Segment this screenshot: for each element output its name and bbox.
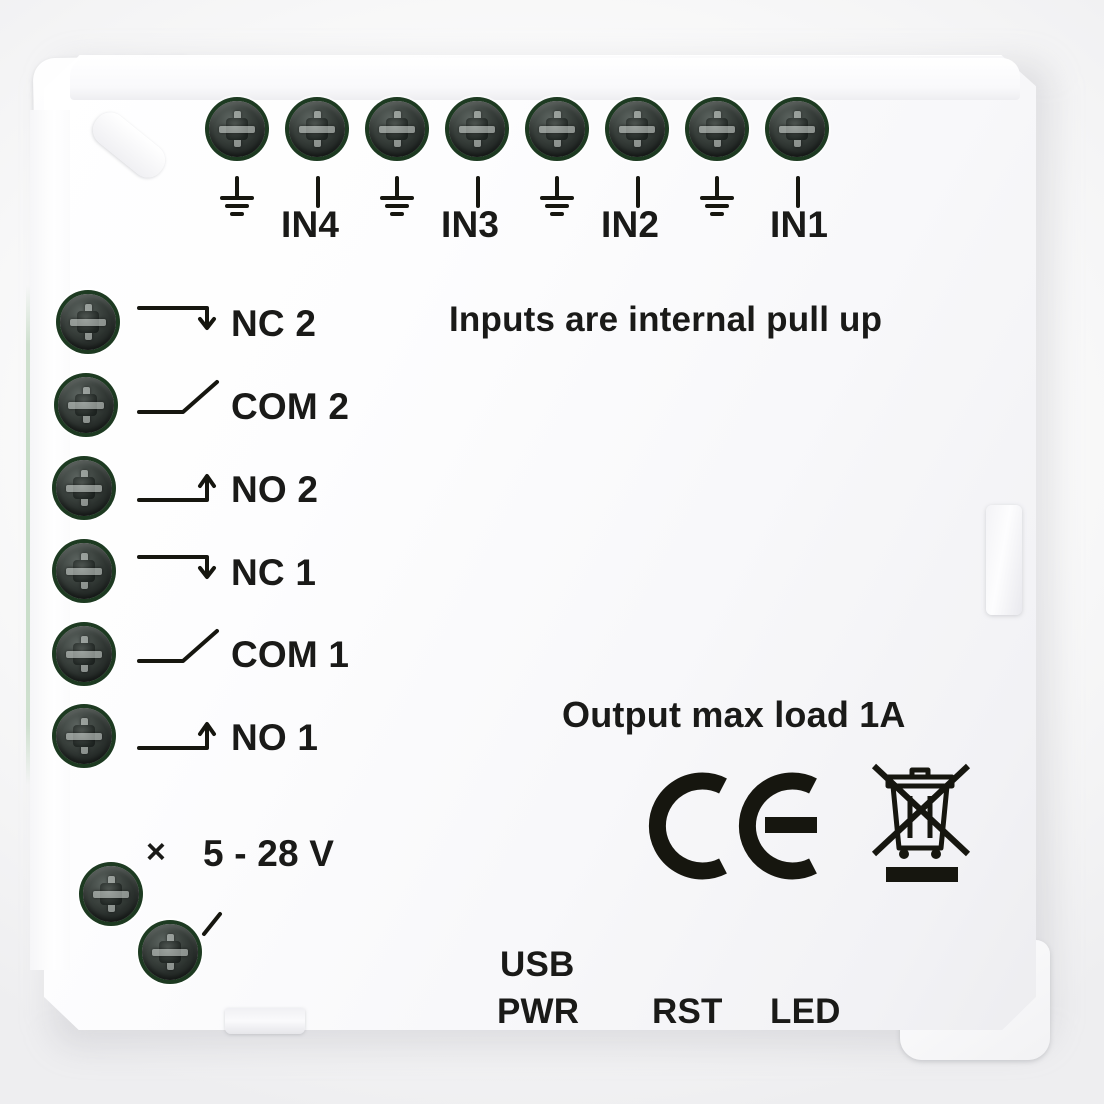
- power-positive-symbol: ×: [146, 833, 167, 871]
- input-label-in2: IN2: [601, 204, 660, 245]
- ground-icon-1: [700, 176, 734, 216]
- input-label-in1: IN1: [770, 204, 829, 245]
- terminal-screw-in2[interactable]: [609, 101, 665, 157]
- led-label: LED: [770, 992, 841, 1031]
- phillips-cross-icon: [73, 477, 95, 499]
- device-body: [44, 55, 1036, 1030]
- input-label-in3: IN3: [441, 204, 500, 245]
- phillips-cross-icon: [100, 883, 122, 905]
- terminal-screw-gnd-1[interactable]: [689, 101, 745, 157]
- power-screw-positive[interactable]: [83, 866, 139, 922]
- output-load-note: Output max load 1A: [562, 694, 906, 735]
- phillips-cross-icon: [226, 118, 248, 140]
- phillips-cross-icon: [706, 118, 728, 140]
- relay-screw-no2[interactable]: [56, 460, 112, 516]
- signal-line-icon-in2: [636, 176, 640, 208]
- terminal-screw-gnd-3[interactable]: [369, 101, 425, 157]
- relay-label-no2: NO 2: [231, 469, 319, 510]
- terminal-screw-gnd-2[interactable]: [529, 101, 585, 157]
- relay-label-no1: NO 1: [231, 717, 319, 758]
- relay-screw-com2[interactable]: [58, 377, 114, 433]
- ground-icon-4: [220, 176, 254, 216]
- terminal-screw-in4[interactable]: [289, 101, 345, 157]
- usb-label: USB: [500, 945, 575, 984]
- relay-com-icon-2: [137, 380, 219, 414]
- ground-icon-2: [540, 176, 574, 216]
- input-label-in4: IN4: [281, 204, 340, 245]
- weee-crossed-out-wheelie-bin-icon: [871, 763, 971, 882]
- phillips-cross-icon: [306, 118, 328, 140]
- phillips-cross-icon: [159, 941, 181, 963]
- relay-label-com1: COM 1: [231, 634, 350, 675]
- relay-nc-icon-1: [137, 555, 216, 579]
- inputs-pullup-note: Inputs are internal pull up: [449, 300, 883, 339]
- relay-screw-no1[interactable]: [56, 708, 112, 764]
- relay-nc-icon-2: [137, 306, 216, 330]
- relay-screw-com1[interactable]: [56, 626, 112, 682]
- relay-label-nc1: NC 1: [231, 552, 317, 593]
- power-negative-symbol-icon: [202, 912, 222, 936]
- relay-screw-nc1[interactable]: [56, 543, 112, 599]
- phillips-cross-icon: [466, 118, 488, 140]
- body-left-rail: [30, 110, 70, 970]
- ground-icon-3: [380, 176, 414, 216]
- phillips-cross-icon: [786, 118, 808, 140]
- relay-screw-nc2[interactable]: [60, 294, 116, 350]
- side-clip-right: [986, 505, 1022, 615]
- relay-label-com2: COM 2: [231, 386, 350, 427]
- relay-no-icon-1: [137, 722, 216, 750]
- relay-com-icon-1: [137, 629, 219, 663]
- signal-line-icon-in3: [476, 176, 480, 208]
- phillips-cross-icon: [546, 118, 568, 140]
- phillips-cross-icon: [73, 643, 95, 665]
- phillips-cross-icon: [386, 118, 408, 140]
- relay-no-icon-2: [137, 474, 216, 502]
- rst-label: RST: [652, 992, 723, 1031]
- relay-label-nc2: NC 2: [231, 303, 317, 344]
- voltage-range-label: 5 - 28 V: [203, 833, 335, 874]
- signal-line-icon-in1: [796, 176, 800, 208]
- body-top-rail: [70, 58, 1020, 100]
- phillips-cross-icon: [73, 725, 95, 747]
- terminal-screw-in1[interactable]: [769, 101, 825, 157]
- phillips-cross-icon: [77, 311, 99, 333]
- signal-line-icon-in4: [316, 176, 320, 208]
- pwr-label: PWR: [497, 992, 580, 1031]
- terminal-screw-in3[interactable]: [449, 101, 505, 157]
- side-clip-bottom: [225, 1008, 305, 1034]
- power-screw-negative[interactable]: [142, 924, 198, 980]
- phillips-cross-icon: [75, 394, 97, 416]
- phillips-cross-icon: [73, 560, 95, 582]
- terminal-screw-gnd-4[interactable]: [209, 101, 265, 157]
- phillips-cross-icon: [626, 118, 648, 140]
- pcb-edge-sliver: [26, 285, 30, 785]
- ce-mark-icon: [648, 772, 817, 880]
